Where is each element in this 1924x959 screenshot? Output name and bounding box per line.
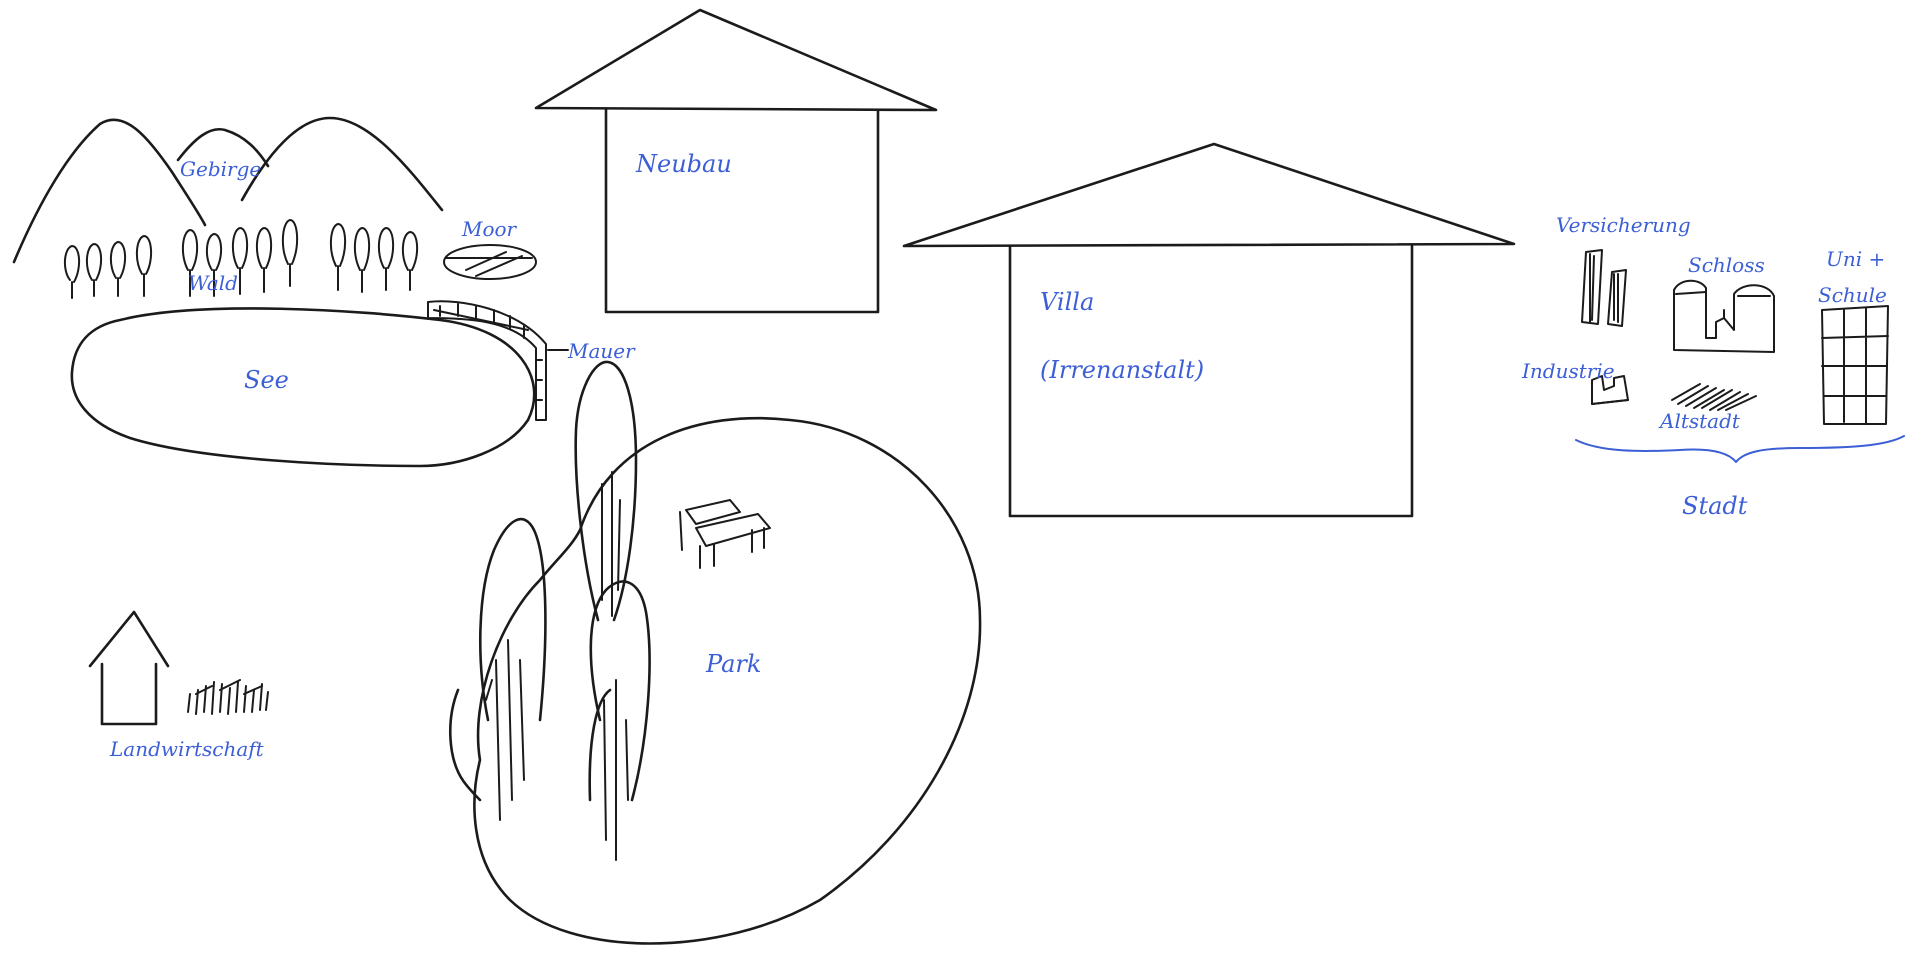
- industrie-label: Industrie: [1521, 359, 1615, 383]
- stadt-label: Stadt: [1682, 492, 1748, 520]
- wall: [427, 300, 547, 421]
- schloss-label: Schloss: [1688, 253, 1765, 277]
- forest: [64, 219, 418, 299]
- farmhouse: [88, 610, 170, 726]
- moor-label: Moor: [461, 217, 518, 241]
- industrie-factory: [1591, 375, 1629, 405]
- uni-schule-building: [1821, 305, 1889, 425]
- city-brace: [1575, 435, 1905, 463]
- schule-label: Schule: [1818, 283, 1887, 307]
- lake-label: See: [244, 366, 289, 394]
- lake: [70, 307, 536, 468]
- versicherung-label: Versicherung: [1556, 213, 1691, 237]
- landwirtschaft-label: Landwirtschaft: [109, 737, 265, 761]
- wall-label: Mauer: [567, 339, 636, 363]
- moor: [443, 244, 537, 280]
- irrenanstalt-label: (Irrenanstalt): [1040, 356, 1204, 384]
- mountains-label: Gebirge: [180, 157, 261, 181]
- neubau-label: Neubau: [635, 150, 732, 178]
- neubau-building: [534, 8, 938, 314]
- villa-building: [902, 142, 1516, 518]
- forest-label: Wald: [188, 271, 238, 295]
- uni-label: Uni +: [1826, 247, 1885, 271]
- schloss-castle: [1673, 279, 1775, 353]
- poplar-trees: [449, 360, 651, 861]
- versicherung-towers: [1581, 249, 1627, 327]
- park-bench: [679, 499, 771, 569]
- park: [473, 416, 982, 945]
- villa-label: Villa: [1040, 288, 1094, 316]
- park-label: Park: [705, 650, 761, 678]
- mountains: [12, 116, 444, 264]
- altstadt-area: [1671, 383, 1757, 411]
- field-crops: [187, 679, 269, 715]
- altstadt-label: Altstadt: [1658, 409, 1741, 433]
